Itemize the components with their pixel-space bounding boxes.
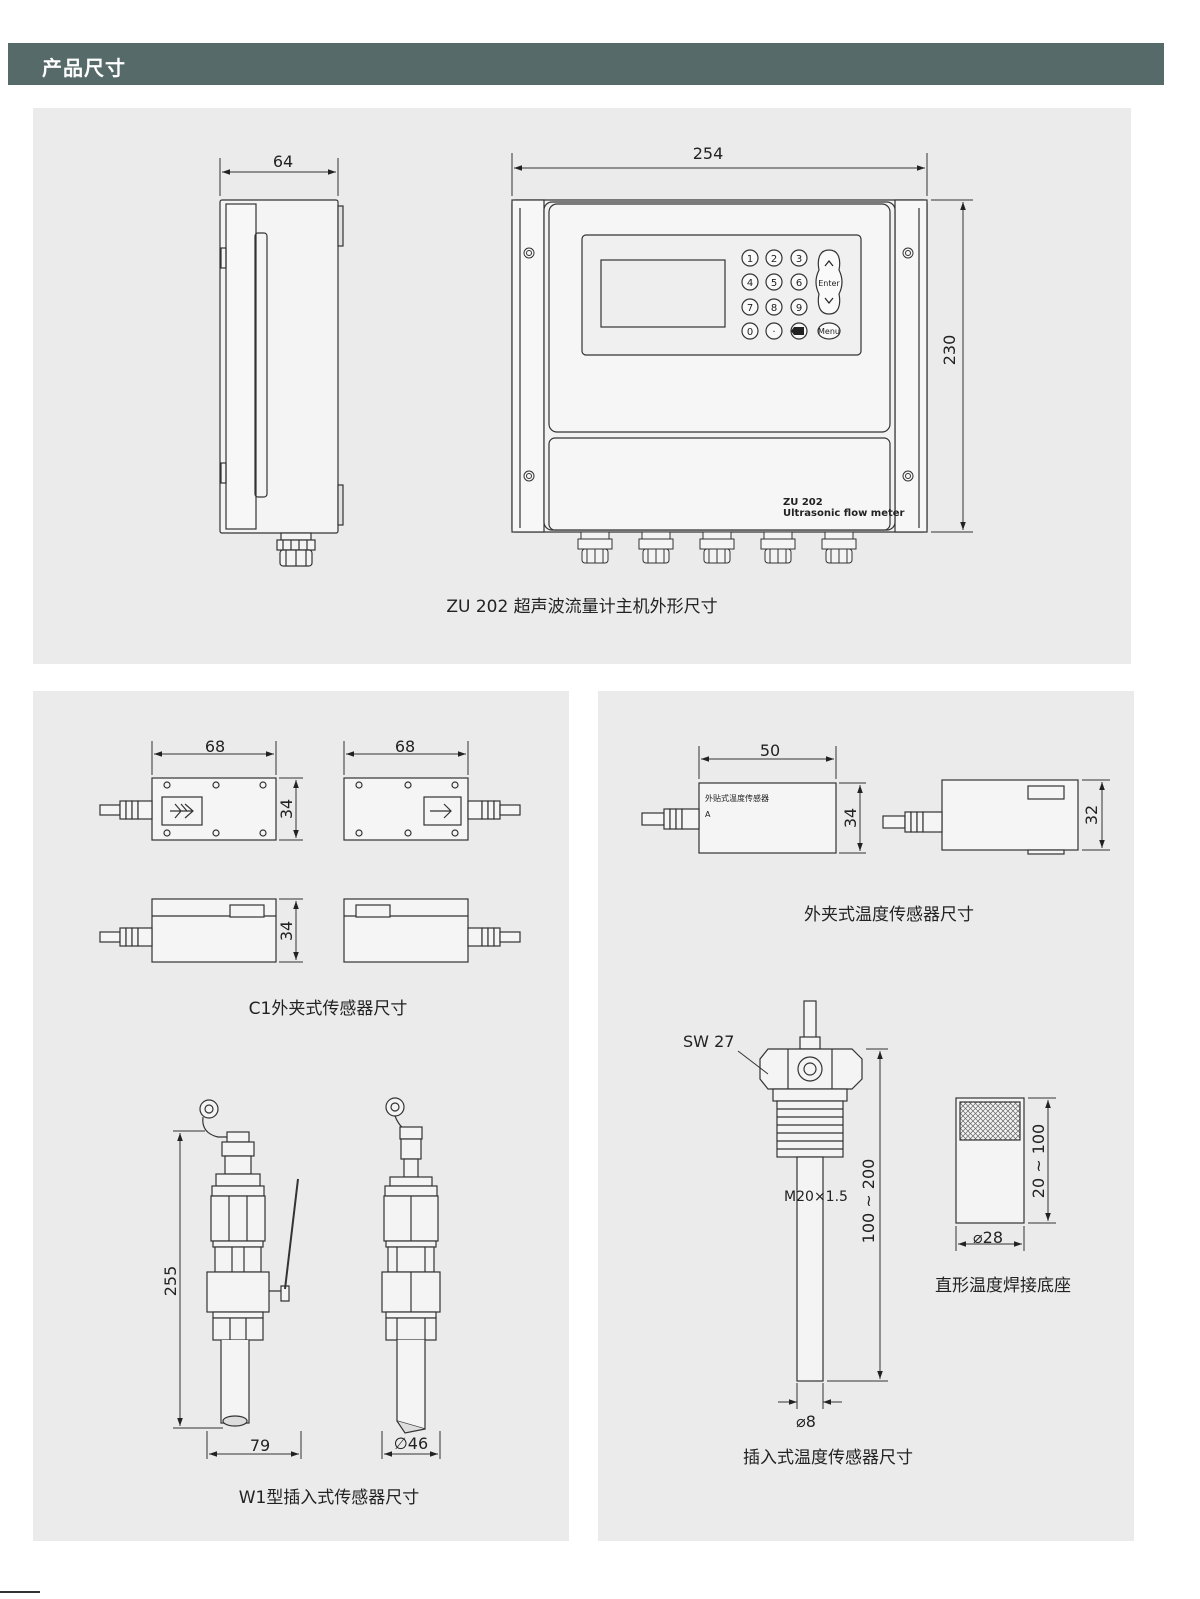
svg-text:4: 4 (747, 278, 753, 289)
w1-diameter-label: ∅46 (394, 1434, 428, 1453)
flow-sensor-drawing: 68 34 68 34 C1外夹式传感器尺寸 (99, 737, 521, 1508)
w1-height-label: 255 (161, 1266, 180, 1297)
menu-key-label: Menu (818, 327, 840, 336)
svg-text:7: 7 (747, 303, 753, 314)
keypad-labels: 1 2 3 4 5 6 7 8 9 0 · Enter Menu (747, 254, 841, 338)
c1-sensor-side-left (99, 898, 277, 963)
svg-text:·: · (772, 327, 775, 338)
model-label: ZU 202 (783, 497, 823, 508)
main-unit-drawing: 64 1 2 3 4 5 6 7 8 9 0 · (219, 144, 973, 617)
main-unit-panel: 64 1 2 3 4 5 6 7 8 9 0 · (33, 108, 1131, 664)
weld-base (955, 1097, 1025, 1224)
backspace-icon (791, 327, 804, 335)
temp-sensor-drawing: 外贴式温度传感器 A 50 34 32 外夹式温度传感器尺寸 SW 27 (641, 741, 1110, 1468)
front-width-dimension (511, 153, 928, 196)
c1-top-right-dims (343, 741, 469, 775)
height-label: 230 (940, 335, 959, 366)
clamp-temp-sensor-front (641, 782, 837, 854)
clamp-temp-sensor-side (882, 779, 1079, 855)
c1-height-1-label: 34 (277, 799, 296, 819)
w1-width-label: 79 (250, 1436, 270, 1455)
weld-base-dims (955, 1097, 1056, 1251)
section-header: 产品尺寸 (8, 43, 1164, 85)
insert-temp-dims (778, 1048, 888, 1409)
front-view (511, 199, 928, 533)
c1-height-3-label: 34 (277, 921, 296, 941)
w1-side-dims (381, 1431, 441, 1459)
c1-width-left-label: 68 (205, 737, 225, 756)
side-width-label: 64 (273, 152, 293, 171)
insert-temp-sensor (759, 1000, 863, 1382)
svg-text:2: 2 (771, 254, 777, 265)
insert-temp-caption: 插入式温度传感器尺寸 (743, 1448, 913, 1468)
c1-sensor-side-right (343, 898, 521, 963)
c1-width-right-label: 68 (395, 737, 415, 756)
clamp-sensor-label: 外贴式温度传感器 (705, 793, 769, 803)
sw-label: SW 27 (683, 1032, 734, 1051)
temp-sensor-panel: 外贴式温度传感器 A 50 34 32 外夹式温度传感器尺寸 SW 27 (598, 691, 1134, 1541)
w1-caption: W1型插入式传感器尺寸 (239, 1488, 420, 1508)
clamp-temp-dims-right (1082, 779, 1110, 851)
section-title: 产品尺寸 (42, 56, 126, 80)
w1-sensor-front (199, 1099, 299, 1427)
page-footer-rule (0, 1591, 40, 1593)
clamp-temp-caption: 外夹式温度传感器尺寸 (804, 905, 974, 925)
clamp-width-label: 50 (760, 741, 780, 760)
svg-text:0: 0 (747, 327, 753, 338)
weld-diameter-label: ⌀28 (973, 1228, 1003, 1247)
insert-length-label: 100 ~ 200 (859, 1159, 878, 1244)
side-view (219, 199, 344, 567)
height-dimension (931, 199, 973, 533)
front-width-label: 254 (693, 144, 724, 163)
svg-text:9: 9 (796, 303, 802, 314)
c1-caption: C1外夹式传感器尺寸 (249, 999, 408, 1019)
thread-label: M20×1.5 (784, 1189, 848, 1205)
main-unit-caption: ZU 202 超声波流量计主机外形尺寸 (446, 597, 717, 617)
weld-height-label: 20 ~ 100 (1029, 1124, 1048, 1198)
screw-heads (523, 247, 914, 482)
clamp-temp-dims-left (698, 746, 866, 854)
cable-glands (577, 531, 857, 564)
w1-front-dims (173, 1130, 302, 1459)
insert-diameter-label: ⌀8 (796, 1412, 816, 1431)
product-name-label: Ultrasonic flow meter (783, 508, 905, 519)
svg-text:1: 1 (747, 254, 753, 265)
svg-text:5: 5 (771, 278, 777, 289)
svg-text:8: 8 (771, 303, 777, 314)
clamp-sensor-label-a: A (705, 810, 711, 819)
c1-top-left-dims (151, 741, 303, 841)
up-down-arrow-icon (824, 260, 834, 304)
c1-sensor-top-right (343, 777, 521, 841)
enter-key-label: Enter (818, 279, 840, 288)
weld-base-caption: 直形温度焊接底座 (935, 1276, 1071, 1296)
clamp-height-left-label: 34 (841, 808, 860, 828)
c1-sensor-top-left (99, 777, 277, 841)
w1-sensor-side (381, 1097, 441, 1434)
svg-text:6: 6 (796, 278, 802, 289)
c1-side-left-dims (279, 898, 303, 963)
side-width-dimension (219, 158, 339, 196)
svg-text:3: 3 (796, 254, 802, 265)
flow-sensor-panel: 68 34 68 34 C1外夹式传感器尺寸 (33, 691, 569, 1541)
clamp-height-right-label: 32 (1082, 805, 1101, 825)
